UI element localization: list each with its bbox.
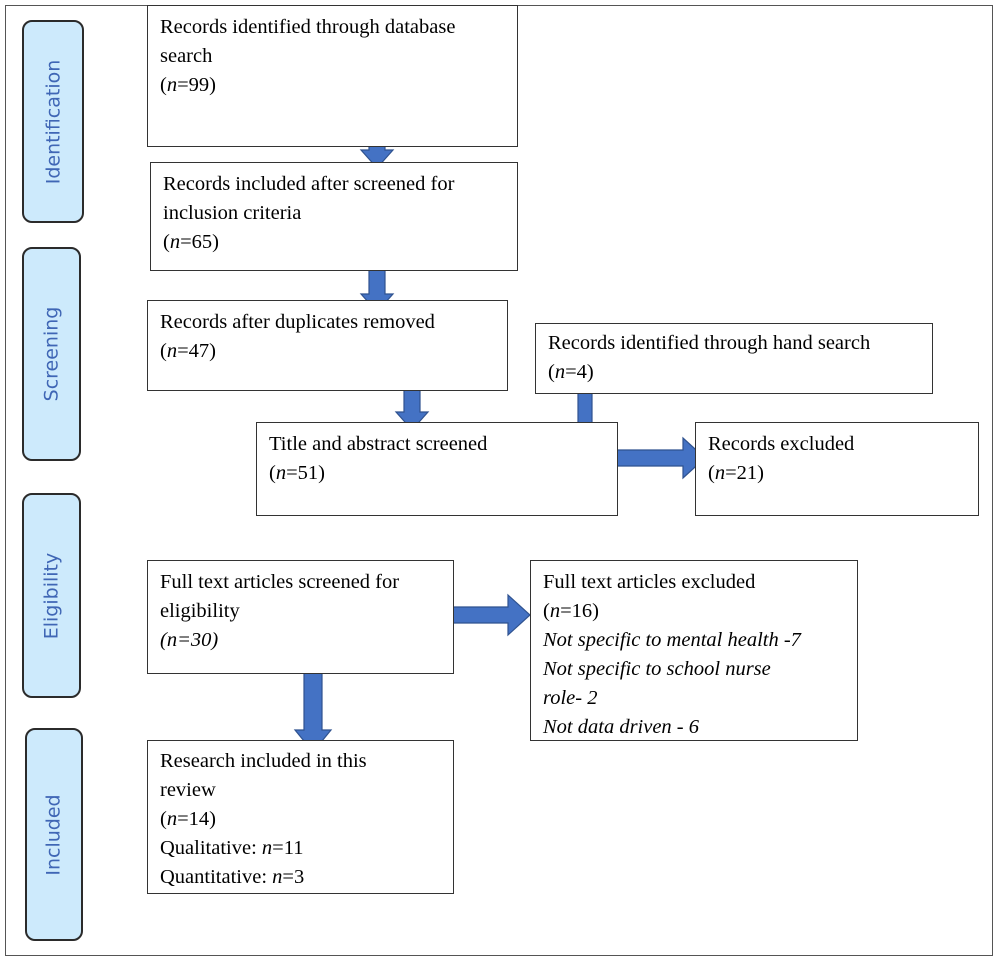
box-records-excluded: Records excluded (n=21) <box>695 422 979 516</box>
n-count: (n=16) <box>543 600 599 622</box>
n-count: (n=14) <box>160 808 216 830</box>
box-text: Full text articles excluded <box>543 571 756 593</box>
box-hand-search: Records identified through hand search (… <box>535 323 933 394</box>
box-text: Title and abstract screened <box>269 433 488 455</box>
n-count: (n=4) <box>548 361 594 383</box>
quantitative-count: Quantitative: n=3 <box>160 866 305 888</box>
box-text: review <box>160 779 216 801</box>
n-count: (n=51) <box>269 462 325 484</box>
arrow-right-icon <box>452 593 531 637</box>
stage-included: Included <box>25 728 83 941</box>
box-text: Records included after screened for <box>163 173 455 195</box>
arrow-right-icon <box>606 436 706 480</box>
box-inclusion-criteria: Records included after screened for incl… <box>150 162 518 271</box>
box-database-search: Records identified through database sear… <box>147 5 518 147</box>
n-count: (n=47) <box>160 340 216 362</box>
box-title-abstract: Title and abstract screened (n=51) <box>256 422 618 516</box>
box-full-text-excluded: Full text articles excluded (n=16) Not s… <box>530 560 858 741</box>
stage-screening: Screening <box>22 247 81 461</box>
exclusion-reason: Not specific to school nurse <box>543 658 771 680</box>
box-text: Records excluded <box>708 433 855 455</box>
box-text: search <box>160 45 213 67</box>
n-count: (n=65) <box>163 231 219 253</box>
box-text: Records identified through hand search <box>548 332 871 354</box>
box-text: Records after duplicates removed <box>160 311 435 333</box>
box-full-text-screened: Full text articles screened for eligibil… <box>147 560 454 674</box>
exclusion-reason: Not specific to mental health -7 <box>543 629 801 651</box>
box-text: Records identified through database <box>160 16 456 38</box>
exclusion-reason: role- 2 <box>543 687 598 709</box>
n-count: (n=99) <box>160 74 216 96</box>
box-included-studies: Research included in this review (n=14) … <box>147 740 454 894</box>
qualitative-count: Qualitative: n=11 <box>160 837 304 859</box>
box-text: inclusion criteria <box>163 202 302 224</box>
box-text: Research included in this <box>160 750 367 772</box>
box-text: Full text articles screened for <box>160 571 400 593</box>
exclusion-reason: Not data driven - 6 <box>543 716 700 738</box>
box-text: eligibility <box>160 600 240 622</box>
stage-eligibility: Eligibility <box>22 493 81 698</box>
n-count: (n=30) <box>160 629 219 651</box>
stage-identification: Identification <box>22 20 84 223</box>
box-duplicates-removed: Records after duplicates removed (n=47) <box>147 300 508 391</box>
n-count: (n=21) <box>708 462 764 484</box>
